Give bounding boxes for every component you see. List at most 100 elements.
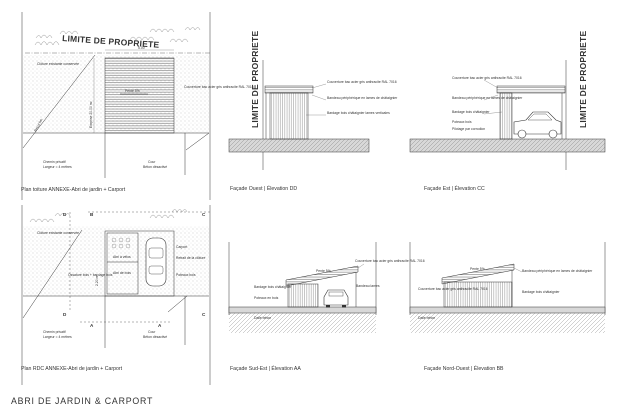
poteau-label: Poteaux bois — [176, 273, 196, 277]
largeur-label: Largeur = 4 mètres — [43, 165, 72, 169]
ground-plan-caption: Plan RDC ANNEXE-Abri de jardin + Carport — [21, 366, 123, 372]
roof-bb — [441, 263, 515, 285]
wall-slats-cc — [499, 92, 513, 140]
note-2-bb: Bandeau périphérique en lames de châtaig… — [522, 269, 593, 273]
cour-sub-label-2: Béton désactivé — [143, 335, 167, 339]
car-front-view — [323, 289, 349, 308]
note-5-cc: Pilotage par corrodion — [452, 127, 485, 131]
note-1-cc: Couverture bac acier gris anthracite RAL… — [452, 76, 522, 80]
note-2-dd: Bandeau périphérique en lames de châtaig… — [327, 96, 398, 100]
note-1-dd: Couverture bac acier gris anthracite RAL… — [327, 80, 397, 84]
limite-propriete-label: LIMITE DE PROPRIETE — [62, 33, 160, 50]
roof-slope-label: Pente 5% — [125, 89, 140, 93]
bike-icons — [111, 237, 131, 249]
largeur-label-2: Largeur = 4 mètres — [43, 335, 72, 339]
dim-side-label-2: 2.20 m — [95, 275, 99, 286]
limite-label-dd: LIMITE DE PROPRIETE — [250, 31, 260, 128]
leader-2-cc — [483, 94, 499, 101]
note-5-aa: Bandeau lames — [356, 284, 380, 288]
note-4-bb: Dalle béton — [418, 316, 435, 320]
couverture-note: Couverture bac acier gris anthracite RAL… — [184, 85, 254, 89]
ground-hatch-dd — [229, 139, 369, 152]
gravel-area-2 — [23, 226, 209, 296]
pente-label-aa: Pente 5% — [316, 269, 331, 273]
ossature-label: Ossature bois + bardage bois — [68, 273, 113, 277]
ground-hatch-aa — [229, 313, 376, 333]
cloture-label: Clôture existante conservée — [37, 62, 79, 66]
abri-velo-label: Abri à vélos — [113, 255, 131, 259]
wall-slats-bb — [443, 281, 513, 308]
section-marker-a-right: A — [158, 323, 162, 328]
note-4-aa: Dalle béton — [254, 316, 271, 320]
note-1-aa: Couverture bac acier gris anthracite RAL… — [355, 259, 425, 263]
facade-aa-caption: Façade Sud-Est | Élevation AA — [230, 365, 301, 372]
note-3-dd: Bardage bois châtaignier lames verticale… — [327, 111, 390, 115]
car-top-view — [145, 237, 167, 287]
ground-hatch-cc — [410, 139, 605, 152]
section-marker-b: B — [90, 212, 94, 217]
leader-1-aa — [357, 263, 365, 269]
section-marker-d: D — [63, 212, 67, 217]
leader-1-bb — [513, 267, 523, 273]
leader-2-dd — [311, 94, 327, 101]
dim-top-label: 5.00 — [138, 46, 145, 50]
path-edge-2 — [22, 229, 83, 319]
building-footprint — [104, 230, 175, 297]
section-marker-a: A — [90, 323, 94, 328]
roof-plan-caption: Plan toiture ANNEXE-Abri de jardin + Car… — [21, 187, 126, 193]
court-edge — [185, 132, 210, 151]
facade-cc-caption: Façade Est | Élevation CC — [424, 185, 485, 192]
facade-bb-panel: Pente 5% Bandeau périphérique en lames d… — [409, 242, 606, 372]
dim-side-label: Emprise 20.00 m² — [89, 100, 93, 128]
leader-3-cc — [483, 111, 503, 115]
shed-walls — [106, 232, 139, 295]
note-1-bb: Couverture bac acier gris anthracite RAL… — [418, 287, 488, 291]
leader-1-dd — [311, 83, 327, 89]
roof-aa — [285, 265, 359, 287]
ground-plan-panel: D B C D A A C Abri à vélos Abri de bois — [21, 205, 211, 385]
leader-1-cc — [483, 79, 499, 89]
roof-outline — [104, 57, 175, 134]
section-marker-c: C — [202, 212, 206, 217]
path-edge — [22, 54, 96, 149]
ground-section-aa — [228, 306, 377, 314]
sheet-title: ABRI DE JARDIN & CARPORT — [11, 396, 153, 406]
carport-label: Carport — [176, 245, 187, 249]
note-2-aa: Bardage bois châtaignier — [254, 285, 292, 289]
facade-aa-panel: Pente 5% Couverture bac acier gris anthr… — [228, 242, 425, 372]
court-edge-2 — [167, 295, 188, 313]
chemin-label: Chemin privatif — [43, 160, 66, 164]
car-side-view — [513, 111, 562, 139]
facade-dd-panel: LIMITE DE PROPRIETE Couverture bac acier… — [228, 31, 398, 192]
hedge-trees-2 — [29, 209, 188, 223]
chemin-label-2: Chemin privatif — [43, 330, 66, 334]
cour-label-2: Cour — [148, 330, 156, 334]
section-marker-d-bottom: D — [63, 312, 67, 317]
note-3-aa: Poteaux en bois — [254, 296, 279, 300]
wall-slats-aa — [287, 283, 319, 308]
cloture-label-2: Clôture existante conservée — [37, 231, 79, 235]
note-3-cc: Bardage bois châtaignier — [452, 110, 490, 114]
abri-bois-label: Abri de bois — [113, 271, 131, 275]
retrait-label: Retrait de la clôture — [176, 256, 206, 260]
facade-bb-caption: Façade Nord-Ouest | Élevation BB — [424, 365, 504, 372]
note-3-bb: Bardage bois châtaignier — [522, 290, 560, 294]
limite-label-cc: LIMITE DE PROPRIETE — [578, 31, 588, 128]
roof-band-cc — [496, 85, 566, 94]
section-marker-c-bottom: C — [202, 312, 206, 317]
roof-band-dd — [264, 85, 314, 94]
wall-slats-dd — [269, 92, 309, 140]
note-2-cc: Bandeau périphérique en lames de châtaig… — [452, 96, 523, 100]
ground-section-bb — [409, 306, 606, 314]
cour-label: Cour — [148, 160, 156, 164]
roof-plan-panel: LIMITE DE PROPRIETE Pente 5% 5.00 Empris… — [21, 12, 254, 200]
pente-label-bb: Pente 5% — [470, 267, 485, 271]
ground-hatch-bb — [410, 313, 605, 333]
cour-sub-label: Béton désactivé — [143, 165, 167, 169]
note-4-cc: Poteaux bois — [452, 120, 472, 124]
hedge-trees — [34, 27, 201, 46]
facade-cc-panel: LIMITE DE PROPRIETE Couverture bac acier… — [409, 31, 606, 192]
facade-dd-caption: Façade Ouest | Élevation DD — [230, 185, 297, 192]
recul-label: Recul 5m — [33, 118, 43, 133]
